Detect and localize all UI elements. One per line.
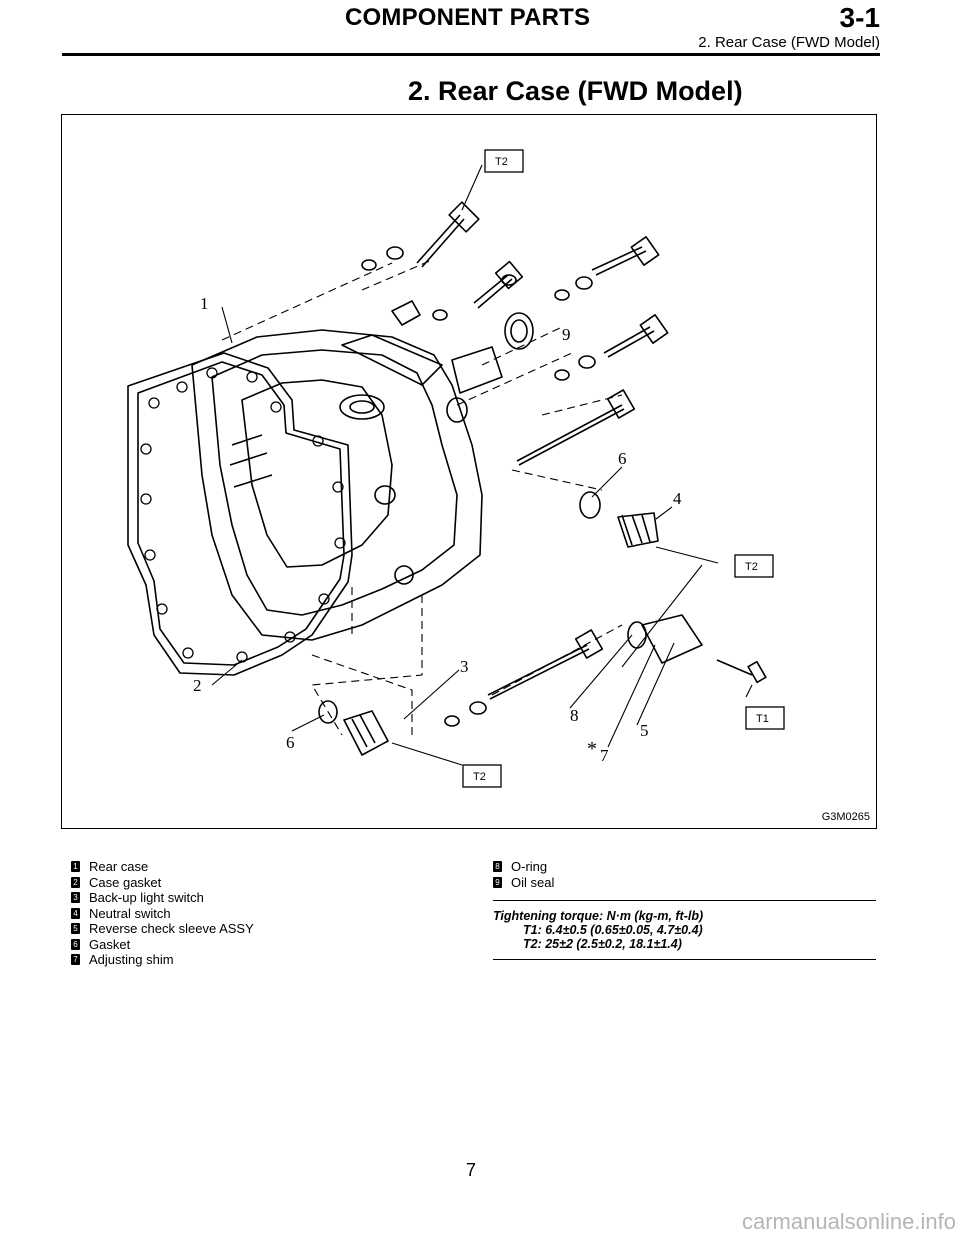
page-number: 7 (466, 1160, 477, 1180)
torque-heading: Tightening torque: N·m (kg-m, ft-lb) (493, 909, 704, 923)
exploded-view-drawing: 1 2 3 4 5 6 6 7 8 9 * T2 T2 T2 T1 (127, 149, 785, 788)
figure-code: G3M0265 (821, 811, 870, 823)
torque-t1: T1: 6.4±0.5 (0.65±0.05, 4.7±0.4) (523, 923, 703, 937)
page-title: 2. Rear Case (FWD Model) (408, 76, 743, 106)
torque-tag-t2-top (484, 149, 524, 173)
rear-case-body (191, 329, 483, 641)
header-rule (62, 53, 880, 56)
watermark: carmanualsonline.info (741, 1209, 956, 1234)
svg-text:T1: T1 (756, 713, 769, 725)
case-gasket-outline (127, 352, 353, 676)
svg-text:T2: T2 (495, 156, 508, 168)
callout-5: 5 (640, 721, 649, 740)
header-section-number: 3-1 (839, 2, 880, 33)
callout-1: 1 (200, 294, 209, 313)
header-subtitle: 2. Rear Case (FWD Model) (698, 34, 880, 51)
callout-6-top: 6 (618, 449, 627, 468)
torque-tag-t2-bottom (462, 764, 502, 788)
callout-4: 4 (673, 489, 682, 508)
torque-tag-t1 (745, 706, 785, 730)
callout-7: 7 (600, 746, 609, 765)
callout-6-bottom: 6 (286, 733, 295, 752)
exploded-view-figure: 1 2 3 4 5 6 6 7 8 9 * T2 T2 T2 T1 G3M026… (61, 114, 877, 829)
torque-spec-box: Tightening torque: N·m (kg-m, ft-lb) T1:… (493, 900, 876, 960)
callout-3: 3 (460, 657, 469, 676)
asterisk-mark: * (587, 738, 597, 760)
header-title: COMPONENT PARTS (345, 4, 591, 31)
svg-text:T2: T2 (473, 771, 486, 783)
svg-text:T2: T2 (745, 561, 758, 573)
callout-9: 9 (562, 325, 571, 344)
callout-2: 2 (193, 676, 202, 695)
torque-t2: T2: 25±2 (2.5±0.2, 18.1±1.4) (523, 937, 682, 951)
torque-tag-t2-right (734, 554, 774, 578)
callout-8: 8 (570, 706, 579, 725)
